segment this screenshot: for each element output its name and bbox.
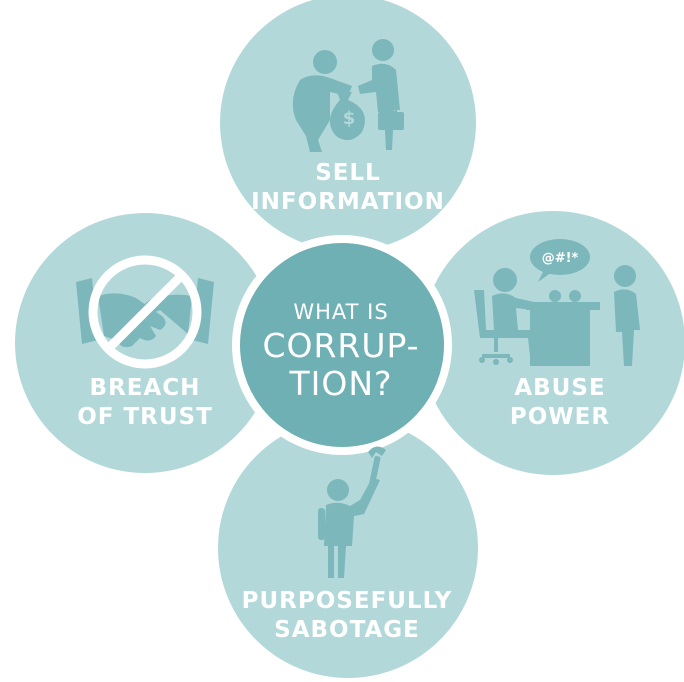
- label-right-line1: ABUSE: [514, 375, 606, 401]
- label-bottom-line2: SABOTAGE: [274, 617, 420, 643]
- label-top-line1: SELL: [315, 160, 381, 186]
- center-title: WHAT IS CORRUP- TION?: [236, 245, 446, 455]
- no-handshake-icon: [76, 255, 214, 369]
- center-line1: WHAT IS: [293, 300, 389, 324]
- boss-shouting-desk-icon: [474, 239, 640, 366]
- center-circle: [240, 243, 444, 447]
- petal-bottom: [218, 418, 478, 678]
- money-symbol: $: [343, 108, 356, 129]
- label-purposefully-sabotage: PURPOSEFULLY SABOTAGE: [212, 587, 482, 645]
- label-top-line2: INFORMATION: [251, 189, 445, 215]
- center-line2: CORRUP-: [262, 326, 420, 365]
- label-abuse-power: ABUSE POWER: [470, 374, 650, 432]
- label-left-line1: BREACH: [89, 375, 201, 401]
- center-line3: TION?: [289, 364, 393, 403]
- label-breach-of-trust: BREACH OF TRUST: [40, 374, 250, 432]
- label-sell-information: SELL INFORMATION: [218, 159, 478, 217]
- person-wrench-icon: [318, 446, 386, 578]
- label-right-line2: POWER: [509, 404, 611, 430]
- speech-bubble-text: @#!*: [542, 251, 579, 266]
- label-bottom-line1: PURPOSEFULLY: [241, 588, 453, 614]
- bribe-money-bag-icon: [292, 39, 404, 152]
- label-left-line2: OF TRUST: [77, 404, 213, 430]
- petal-left: [15, 213, 275, 473]
